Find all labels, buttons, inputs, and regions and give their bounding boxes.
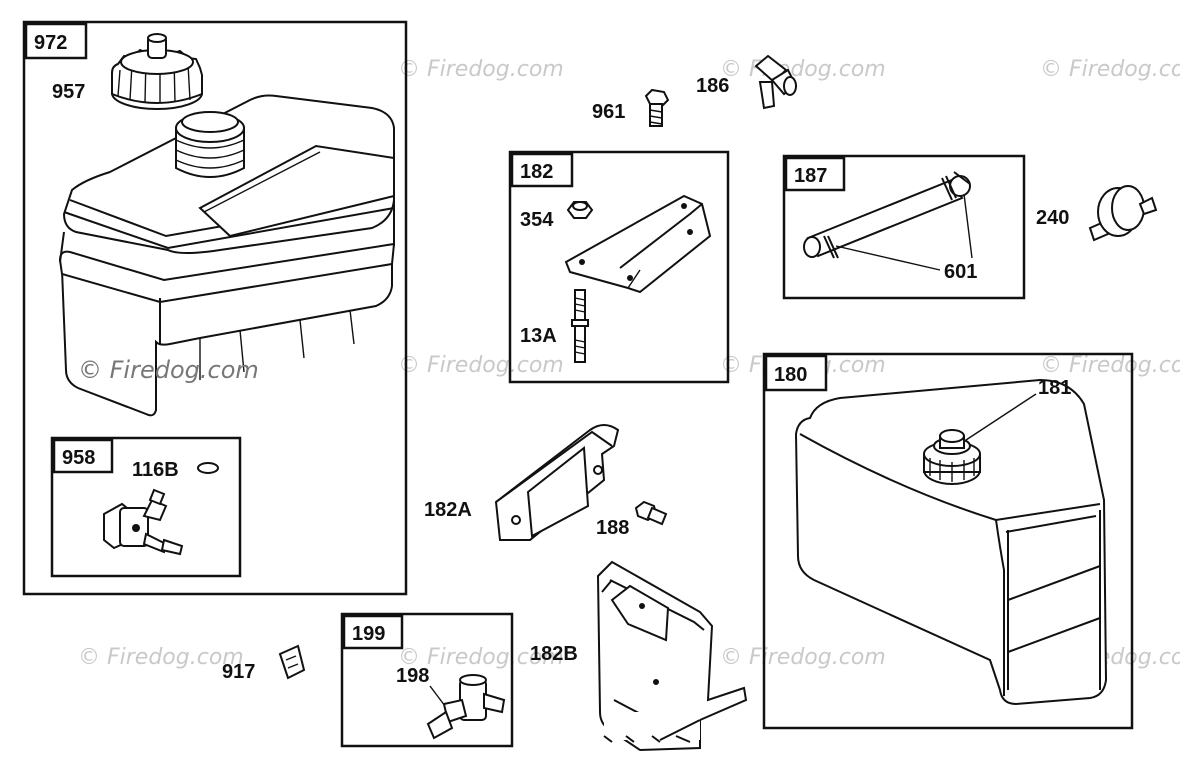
watermark-main: © Firedog.com (78, 356, 259, 384)
callout-182b: 182B (530, 643, 578, 665)
group-182-tag (510, 152, 574, 188)
watermark-2: © Firedog.com (720, 57, 886, 82)
fuel-filter-icon (1088, 185, 1158, 242)
leader-181 (965, 393, 1037, 441)
callout-182: 182 (520, 161, 553, 183)
callout-354: 354 (520, 209, 554, 231)
group-180: 180 181 (762, 352, 1134, 730)
group-958-tag (52, 438, 114, 474)
callout-199: 199 (352, 623, 385, 645)
callout-187: 187 (794, 165, 827, 187)
group-180-frame (762, 352, 1134, 730)
callout-181: 181 (1038, 377, 1071, 399)
group-199-frame (340, 612, 514, 748)
bolt-961-icon (644, 88, 670, 127)
callout-957: 957 (52, 81, 85, 103)
group-199: 199 198 (340, 612, 514, 748)
callout-116b: 116B (132, 459, 179, 481)
fuel-line-icon (803, 171, 971, 259)
callout-180: 180 (774, 364, 807, 386)
shutoff-valve-199-icon (426, 674, 506, 740)
clip-917-icon (278, 644, 306, 680)
group-199-tag (342, 614, 404, 650)
bolt-188-icon (634, 500, 668, 526)
watermark-1: © Firedog.com (398, 57, 564, 82)
group-180-tag (764, 354, 828, 392)
callout-186: 186 (696, 75, 729, 97)
fuel-tank-icon (58, 94, 396, 417)
bracket-182b-icon (596, 560, 748, 752)
callout-188: 188 (596, 517, 629, 539)
group-972-frame (22, 20, 408, 596)
callout-240: 240 (1036, 207, 1069, 229)
watermark-4: © Firedog.com (398, 353, 564, 378)
elbow-fitting-icon (754, 54, 798, 110)
group-182: 182 354 13A (508, 150, 730, 384)
bracket-182a-icon (494, 424, 620, 541)
leader-601 (835, 193, 973, 271)
callout-601: 601 (944, 261, 977, 283)
group-187-tag (784, 156, 846, 192)
nut-icon (566, 201, 594, 219)
watermark-8: © Firedog.com (398, 645, 564, 670)
watermark-3: © Firedog.com (1040, 57, 1180, 82)
watermark-7: © Firedog.com (78, 645, 244, 670)
group-972: 972 957 (22, 20, 408, 596)
callout-13a: 13A (520, 325, 557, 347)
watermark-9: © Firedog.com (720, 645, 886, 670)
group-187: 187 601 (782, 154, 1026, 300)
mounting-bracket-icon (564, 194, 712, 294)
callout-958: 958 (62, 447, 95, 469)
callout-972: 972 (34, 32, 67, 54)
o-ring-icon (197, 462, 219, 474)
group-958-frame (50, 436, 242, 578)
fuel-cap-icon (111, 33, 203, 110)
watermark-6: © Firedog.com (1040, 353, 1180, 378)
group-187-frame (782, 154, 1026, 300)
stud-icon (571, 289, 589, 363)
callout-917: 917 (222, 661, 255, 683)
fuel-tank-180-icon (794, 378, 1108, 706)
callout-182a: 182A (424, 499, 472, 521)
callout-961: 961 (592, 101, 625, 123)
group-182-frame (508, 150, 730, 384)
shutoff-valve-icon (103, 488, 184, 556)
callout-198: 198 (396, 665, 429, 687)
fuel-cap-181-icon (923, 429, 981, 485)
group-972-tag (24, 22, 88, 60)
